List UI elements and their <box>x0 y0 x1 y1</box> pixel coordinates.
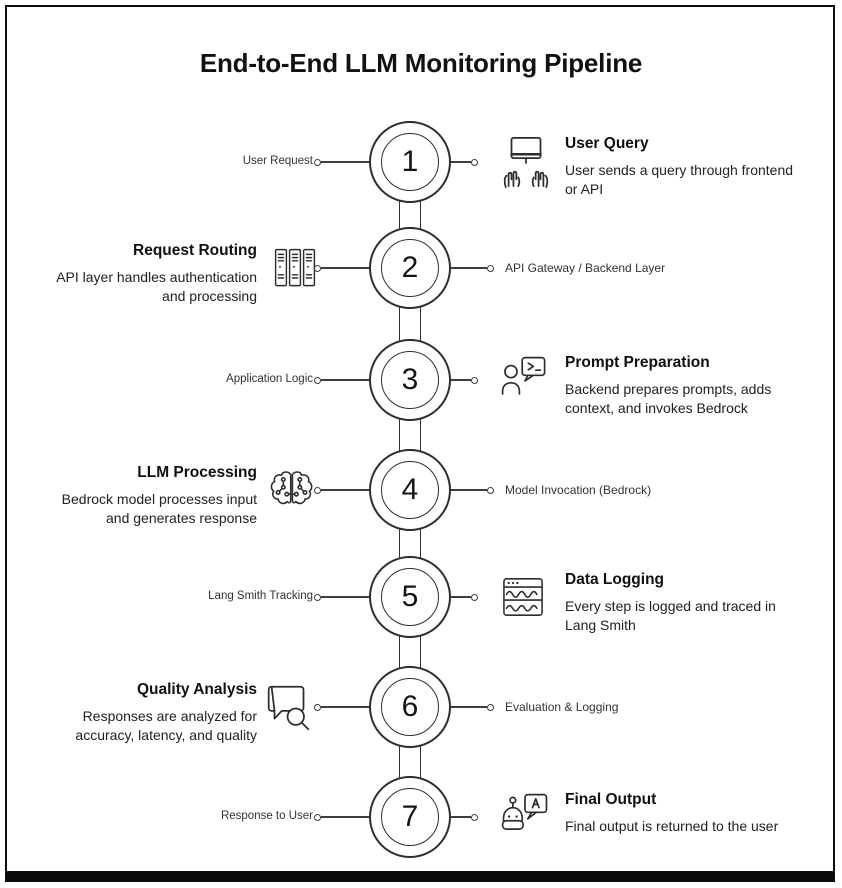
connector-line <box>449 816 471 818</box>
brain-circuit-icon <box>266 464 318 514</box>
step-side-label: API Gateway / Backend Layer <box>505 261 666 275</box>
step-circle: 1 <box>369 121 451 203</box>
step-number: 1 <box>381 133 439 191</box>
connector-line <box>321 267 371 269</box>
connector-endpoint-dot <box>314 593 321 601</box>
step-content: Data Logging Every step is logged and tr… <box>565 571 807 636</box>
connector-endpoint-dot <box>471 593 478 601</box>
step-circle: 2 <box>369 227 451 309</box>
connector-line <box>321 489 371 491</box>
step-content: User Query User sends a query through fr… <box>565 135 807 200</box>
step-description: Backend prepares prompts, adds context, … <box>565 381 772 417</box>
connector-endpoint-dot <box>487 264 494 272</box>
connector-endpoint-dot <box>314 486 321 494</box>
connector-endpoint-dot <box>314 703 321 711</box>
step-content: Final Output Final output is returned to… <box>565 791 807 836</box>
step-title: Final Output <box>565 791 657 808</box>
step-description: Bedrock model processes input and genera… <box>61 491 257 527</box>
page-title: End-to-End LLM Monitoring Pipeline <box>199 48 643 78</box>
connector-endpoint-dot <box>471 158 478 166</box>
connector-endpoint-dot <box>314 813 321 821</box>
step-circle: 4 <box>369 449 451 531</box>
connector-line <box>321 596 371 598</box>
step-number: 5 <box>381 568 439 626</box>
step-side-label: Model Invocation (Bedrock) <box>505 483 652 497</box>
step-number: 4 <box>381 461 439 519</box>
step-description: API layer handles authentication and pro… <box>56 269 257 305</box>
step-number: 6 <box>381 678 439 736</box>
person-terminal-icon <box>497 352 553 408</box>
connector-endpoint-dot <box>487 703 494 711</box>
step-content: Request Routing API layer handles authen… <box>39 242 257 307</box>
monitor-typing-icon <box>497 133 555 191</box>
step-description: Final output is returned to the user <box>565 818 779 834</box>
step-number: 7 <box>381 788 439 846</box>
step-title: LLM Processing <box>137 464 257 481</box>
bubble-magnifier-icon <box>260 678 318 736</box>
step-circle: 5 <box>369 556 451 638</box>
step-description: User sends a query through frontend or A… <box>565 162 794 198</box>
connector-endpoint-dot <box>471 376 478 384</box>
log-window-icon <box>497 571 549 623</box>
connector-line <box>449 706 487 708</box>
connector-line <box>321 816 371 818</box>
connector-endpoint-dot <box>471 813 478 821</box>
step-circle: 3 <box>369 339 451 421</box>
connector-endpoint-dot <box>314 376 321 384</box>
connector-line <box>321 161 371 163</box>
server-rack-icon <box>270 244 318 292</box>
step-title: Data Logging <box>565 571 665 588</box>
connector-line <box>321 379 371 381</box>
connector-line <box>449 267 487 269</box>
connector-line <box>449 596 471 598</box>
step-circle: 7 <box>369 776 451 858</box>
step-circle: 6 <box>369 666 451 748</box>
step-title: Quality Analysis <box>136 681 257 698</box>
connector-line <box>449 379 471 381</box>
connector-endpoint-dot <box>314 158 321 166</box>
step-content: LLM Processing Bedrock model processes i… <box>39 464 257 529</box>
step-content: Quality Analysis Responses are analyzed … <box>39 681 257 746</box>
step-number: 3 <box>381 351 439 409</box>
step-title: Prompt Preparation <box>565 354 710 371</box>
step-description: Responses are analyzed for accuracy, lat… <box>75 708 257 744</box>
connector-endpoint-dot <box>314 264 321 272</box>
step-side-label: Evaluation & Logging <box>505 700 619 714</box>
step-side-label: Application Logic <box>226 373 313 385</box>
connector-line <box>321 706 371 708</box>
step-side-label: User Request <box>242 155 313 167</box>
step-side-label: Lang Smith Tracking <box>208 590 313 602</box>
connector-line <box>449 161 471 163</box>
connector-endpoint-dot <box>487 486 494 494</box>
connector-line <box>449 489 487 491</box>
robot-bubble-icon <box>497 789 553 845</box>
step-description: Every step is logged and traced in Lang … <box>565 598 776 634</box>
step-number: 2 <box>381 239 439 297</box>
step-side-label: Response to User <box>220 810 313 822</box>
step-title: Request Routing <box>133 242 257 259</box>
step-content: Prompt Preparation Backend prepares prom… <box>565 354 807 419</box>
step-title: User Query <box>565 135 649 152</box>
